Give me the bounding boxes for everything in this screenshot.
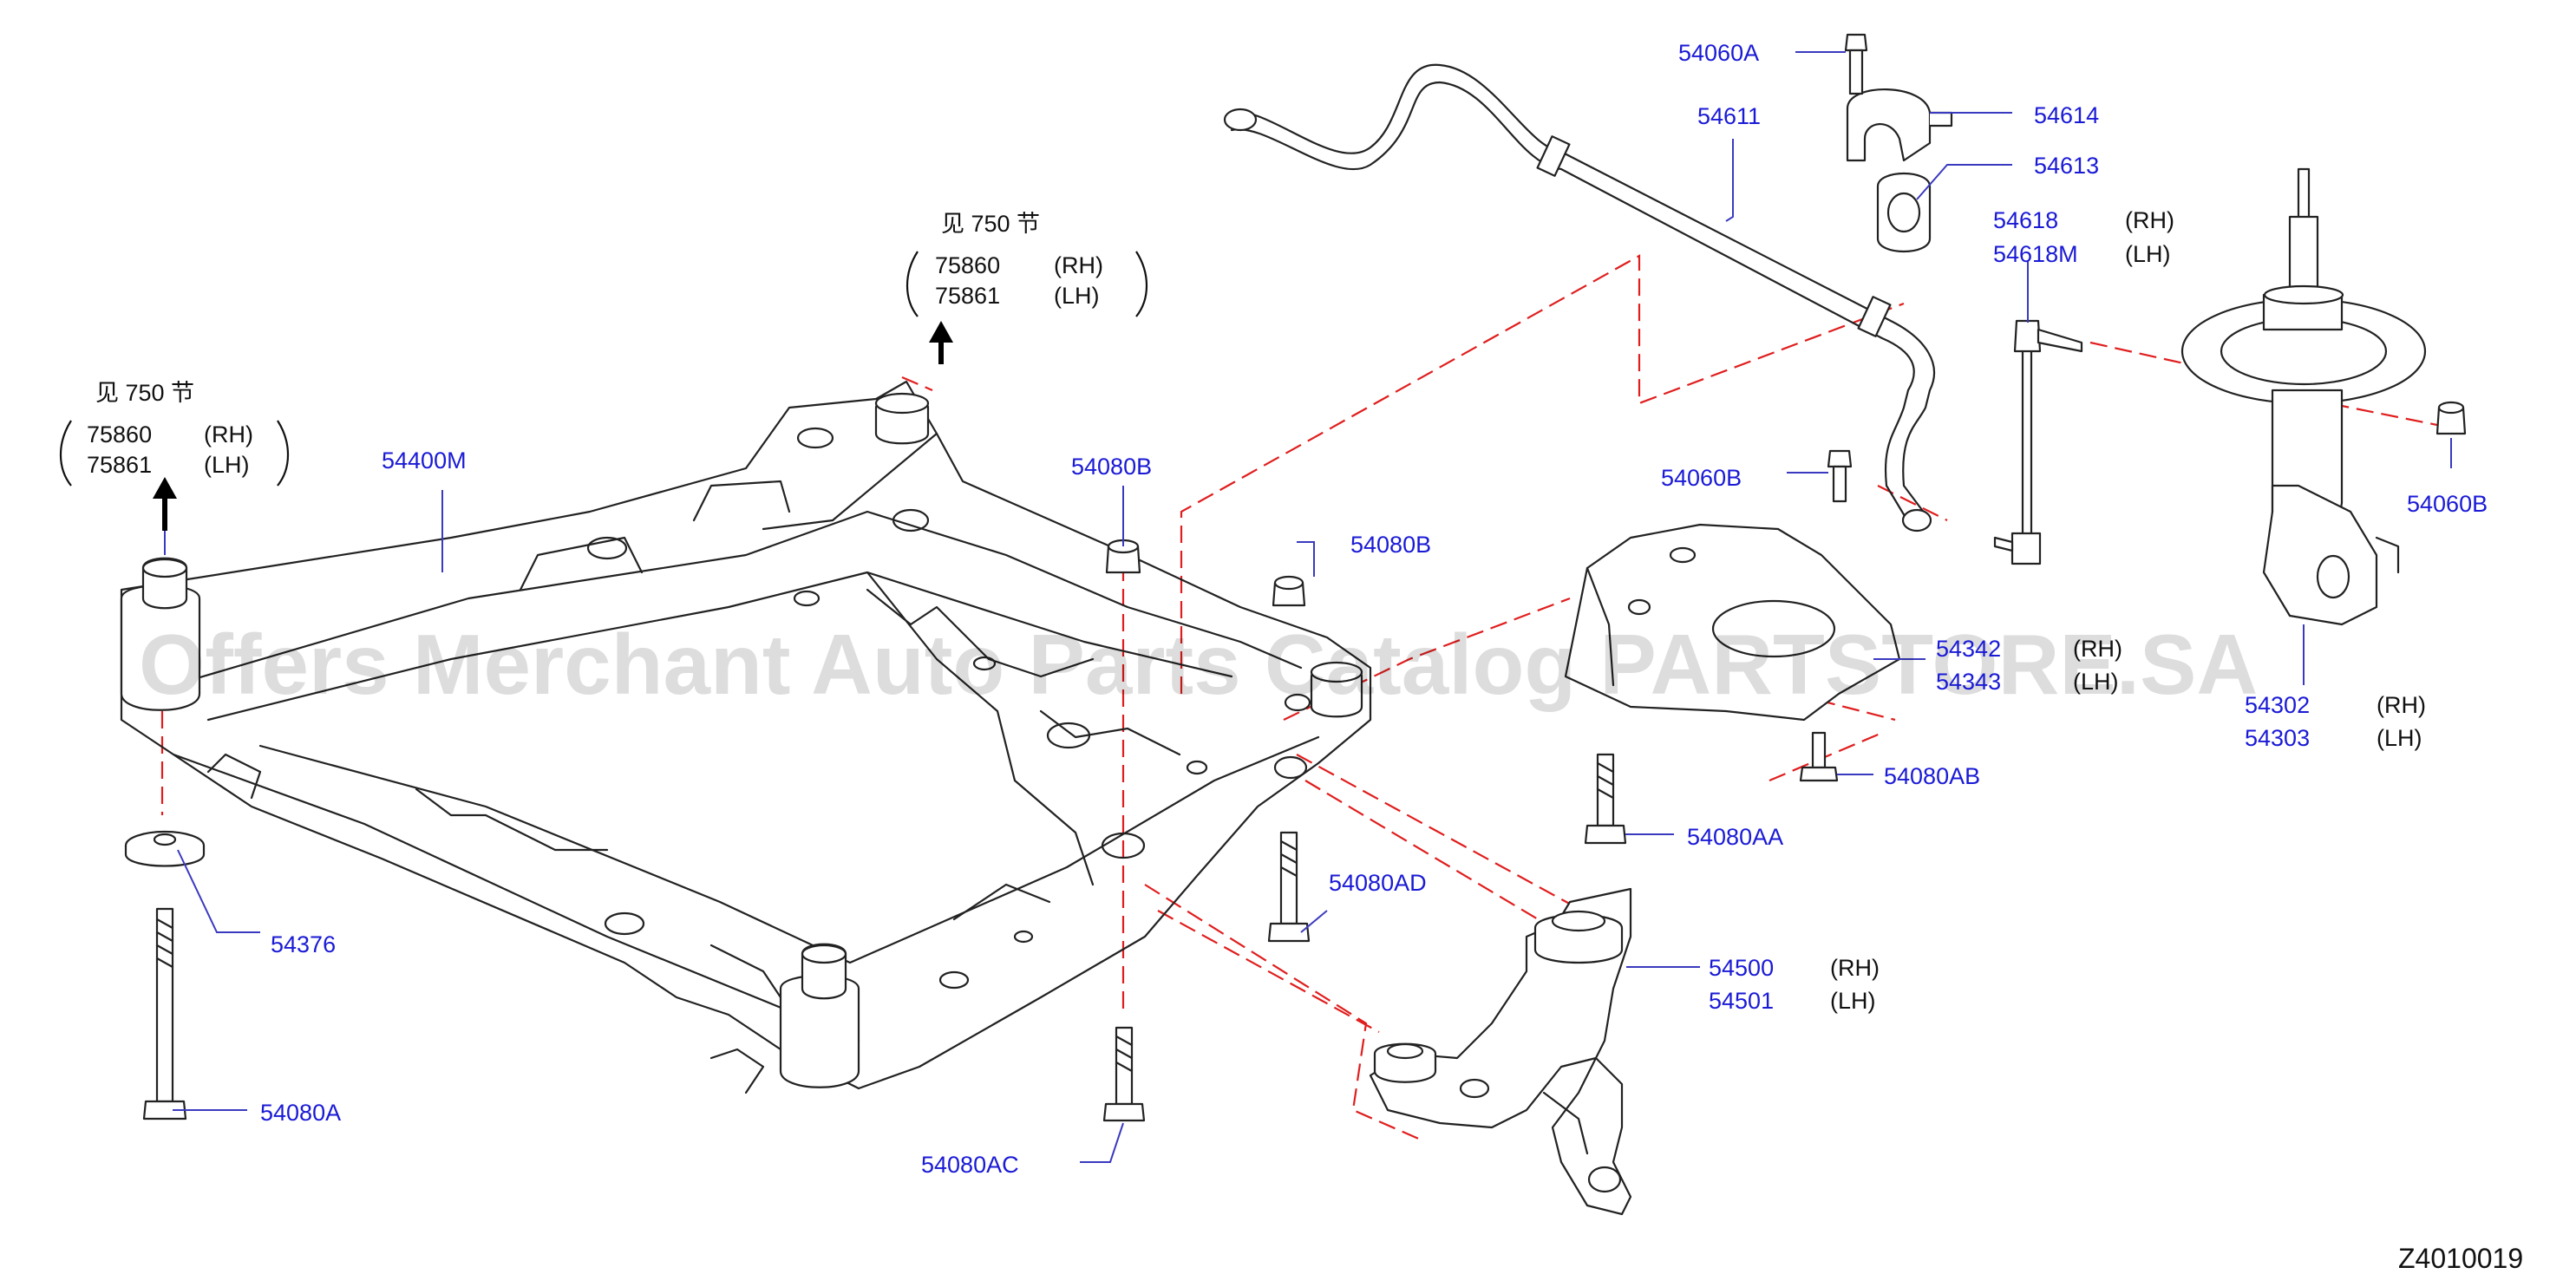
ref-rh-part: 75860: [87, 421, 152, 448]
part-link-54080AC[interactable]: 54080AC: [921, 1152, 1019, 1178]
bolt-54080AC-drawing: [1102, 1026, 1146, 1122]
side-label-rh: (RH): [2125, 207, 2174, 233]
part-link-54376[interactable]: 54376: [271, 931, 336, 957]
stabilizer-bar-54611-drawing: [1223, 63, 1935, 532]
part-link-54080AB[interactable]: 54080AB: [1884, 763, 1980, 789]
part-link-54080AD[interactable]: 54080AD: [1329, 870, 1427, 896]
part-link-54500[interactable]: 54500: [1709, 955, 1774, 981]
reference-block-1: 见 750 节 75860 (RH) 75861 (LH): [59, 380, 290, 487]
part-link-54400M[interactable]: 54400M: [382, 448, 467, 474]
part-link-54060B[interactable]: 54060B: [2407, 491, 2488, 517]
side-label-rh: (RH): [2073, 636, 2122, 662]
subframe-54400M-drawing: [120, 380, 1372, 1094]
ref-see-1: 见 750 节: [95, 380, 194, 406]
ref-rh-part: 75860: [935, 252, 1000, 278]
nut-54060B-drawing: [2435, 401, 2467, 435]
clamp-54614-drawing: [1846, 88, 1953, 162]
side-label-lh: (LH): [2073, 669, 2119, 695]
part-link-54342[interactable]: 54342: [1936, 636, 2001, 662]
side-label-rh: (RH): [2377, 692, 2426, 718]
part-link-54501[interactable]: 54501: [1709, 988, 1774, 1014]
washer-54376-drawing: [124, 830, 206, 867]
side-label-lh: (LH): [2125, 241, 2171, 267]
bolt-54080AA-drawing: [1584, 753, 1627, 845]
part-link-54080AA[interactable]: 54080AA: [1687, 824, 1783, 850]
drawing-code: Z4010019: [2398, 1243, 2523, 1274]
nut-54080B-drawing: [1105, 539, 1306, 607]
part-link-54060B[interactable]: 54060B: [1661, 465, 1742, 491]
bushing-54613-drawing: [1876, 172, 1932, 253]
part-link-54611[interactable]: 54611: [1697, 103, 1761, 129]
side-label-lh: (LH): [1830, 988, 1876, 1014]
ref-rh-side: (RH): [204, 421, 253, 448]
part-link-54618M[interactable]: 54618M: [1993, 241, 2078, 267]
part-link-54303[interactable]: 54303: [2245, 725, 2310, 751]
part-link-54343[interactable]: 54343: [1936, 669, 2001, 695]
part-link-54060A[interactable]: 54060A: [1678, 40, 1759, 66]
part-link-54080B[interactable]: 54080B: [1350, 532, 1431, 558]
watermark: Offers Merchant Auto Parts Catalog PARTS…: [139, 617, 2258, 712]
leader-lines: [164, 51, 2452, 1163]
bolt-54060A-drawing: [1844, 33, 1868, 95]
ref-lh-side: (LH): [204, 452, 250, 478]
lower-arm-54500-drawing: [1369, 887, 1632, 1216]
bolt-54080AD-drawing: [1267, 831, 1311, 943]
part-labels: 54400M 54376 54080A 54080B 54080B 54080A…: [260, 40, 2488, 1178]
ref-rh-side: (RH): [1054, 252, 1103, 278]
ref-see-2: 见 750 节: [941, 211, 1040, 237]
bracket-54342-drawing: [1564, 523, 1901, 722]
side-label-rh: (RH): [1830, 955, 1880, 981]
part-link-54614[interactable]: 54614: [2034, 102, 2099, 128]
ref-lh-part: 75861: [87, 452, 152, 478]
arrow-up-icon-1: [153, 477, 177, 531]
connecting-rod-54618-drawing: [1993, 319, 2083, 565]
part-link-54080B[interactable]: 54080B: [1071, 454, 1152, 480]
strut-54302-drawing: [2180, 167, 2427, 626]
side-label-lh: (LH): [2377, 725, 2422, 751]
part-link-54618[interactable]: 54618: [1993, 207, 2058, 233]
bolt-54060B-drawing: [1827, 449, 1853, 503]
reference-block-2: 见 750 节 75860 (RH) 75861 (LH): [906, 211, 1148, 317]
bolt-54080A-drawing: [142, 907, 187, 1120]
ref-lh-side: (LH): [1054, 283, 1100, 309]
part-link-54080A[interactable]: 54080A: [260, 1100, 341, 1126]
bolt-54080AB-drawing: [1799, 731, 1839, 782]
part-link-54613[interactable]: 54613: [2034, 153, 2099, 179]
ref-lh-part: 75861: [935, 283, 1000, 309]
arrow-up-icon-2: [929, 321, 953, 364]
part-link-54302[interactable]: 54302: [2245, 692, 2310, 718]
